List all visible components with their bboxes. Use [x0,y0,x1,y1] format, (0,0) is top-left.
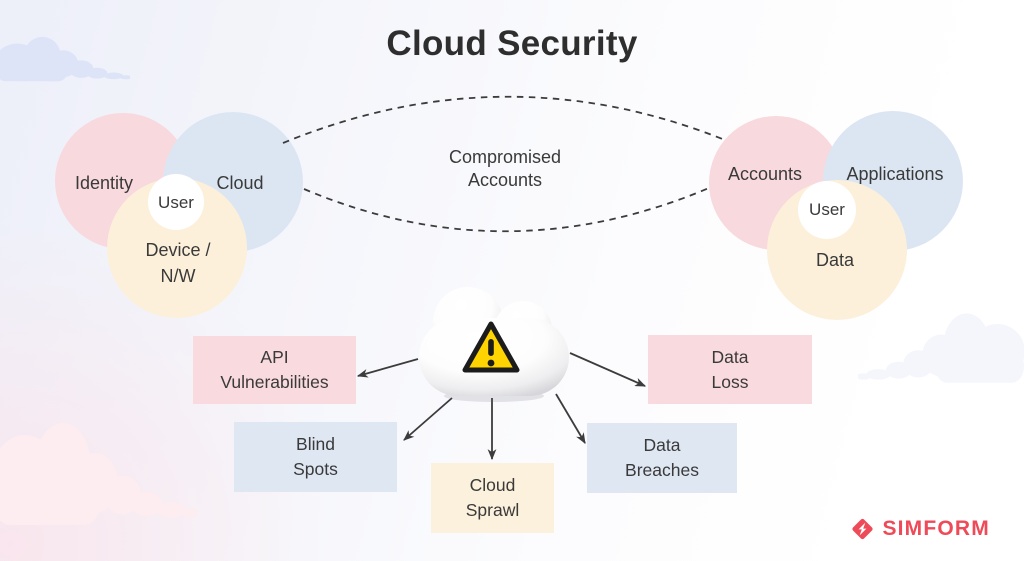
blind-spots-line1: Blind [296,434,335,454]
data-loss-line2: Loss [711,371,749,392]
compromised-accounts-line2: Accounts [467,170,543,190]
accounts-label: Accounts [727,164,803,184]
arrow-to-api-vulnerabilities [356,358,419,378]
compromised-accounts-line1: Compromised [448,147,562,167]
page-title: Cloud Security [386,24,638,63]
device-nw-label: Device / N/W [98,237,258,289]
warning-triangle-icon [462,321,520,373]
data-breaches-box: Data Breaches [587,423,737,493]
compromised-accounts-label: Compromised Accounts [405,146,605,192]
api-vulnerabilities-box: API Vulnerabilities [193,336,356,404]
device-nw-label-line2: N/W [160,266,196,286]
blind-spots-line2: Spots [293,459,338,479]
data-breaches-line1: Data [643,435,681,455]
data-loss-line1: Data [711,346,749,367]
simform-logo-icon [852,518,874,540]
user-circle-left [148,174,204,230]
blind-spots-box: Blind Spots [234,422,397,492]
dashed-arc-bottom [303,187,710,233]
simform-logo: SIMFORM [850,517,990,541]
identity-label: Identity [74,173,134,193]
simform-logo-text: SIMFORM [882,517,990,540]
user-label-right: User [809,200,845,219]
data-loss-box: Data Loss [648,335,812,404]
cloud-sprawl-line1: Cloud [469,475,516,495]
user-circle-right [798,181,856,239]
data-label: Data [815,250,855,270]
decor-cloud-bottom-left-icon [0,408,197,528]
data-breaches-line2: Breaches [625,460,699,480]
applications-label: Applications [846,164,944,184]
api-vulnerabilities-line2: Vulnerabilities [220,372,329,392]
cloud-sprawl-line2: Sprawl [465,500,520,520]
cloud-label: Cloud [216,173,264,193]
cloud-sprawl-box: Cloud Sprawl [431,463,554,533]
decor-cloud-right-icon [858,303,1024,387]
arrow-to-data-loss [569,352,647,387]
api-vulnerabilities-line1: API [260,347,289,367]
device-nw-label-line1: Device / [145,240,211,260]
dashed-arc-top [282,95,726,144]
user-label-left: User [158,193,194,212]
arrow-to-blind-spots [403,397,453,441]
